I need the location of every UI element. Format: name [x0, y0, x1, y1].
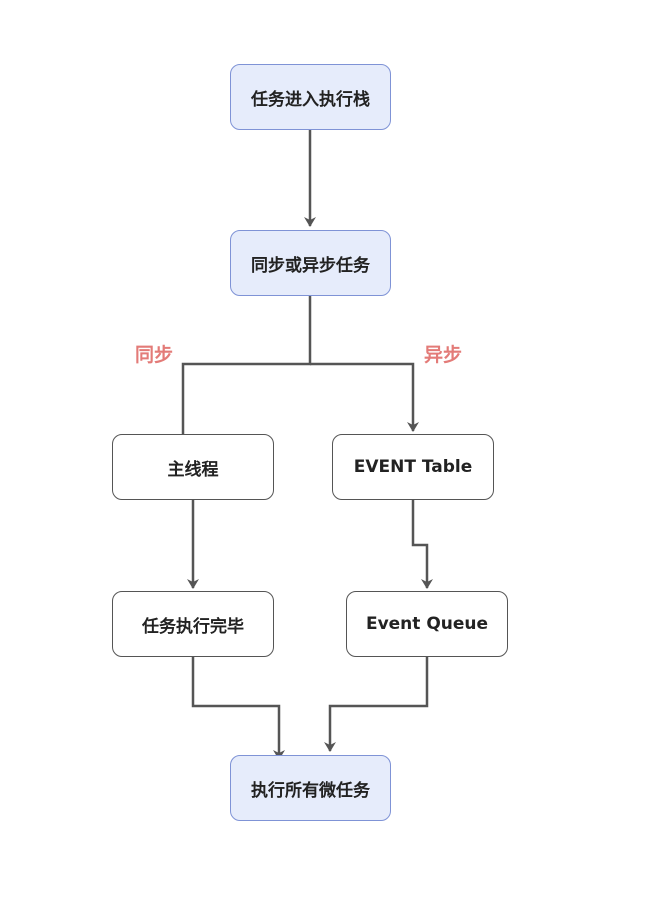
node-label: 任务执行完毕: [142, 616, 244, 637]
node-event-table: EVENT Table: [332, 434, 494, 500]
node-task-complete: 任务执行完毕: [112, 591, 274, 657]
node-label: EVENT Table: [353, 457, 473, 477]
node-event-queue: Event Queue: [346, 591, 508, 657]
edge-event-table-to-queue: [411, 500, 433, 589]
edge-queue-to-microtasks: [324, 657, 429, 752]
branch-label-async: 异步: [424, 344, 463, 366]
node-label: 任务进入执行栈: [251, 89, 370, 110]
node-sync-or-async-task: 同步或异步任务: [230, 230, 391, 296]
edge-sync-branch: [177, 296, 312, 444]
node-run-all-microtasks: 执行所有微任务: [230, 755, 391, 821]
node-label: 同步或异步任务: [251, 255, 370, 276]
branch-label-sync: 同步: [135, 344, 174, 366]
edge-async-branch: [310, 362, 419, 432]
node-label: 主线程: [167, 459, 219, 480]
node-enter-execution-stack: 任务进入执行栈: [230, 64, 391, 130]
node-label: Event Queue: [365, 614, 489, 634]
edge-done-to-microtasks: [191, 657, 285, 760]
node-main-thread: 主线程: [112, 434, 274, 500]
node-label: 执行所有微任务: [251, 780, 370, 801]
